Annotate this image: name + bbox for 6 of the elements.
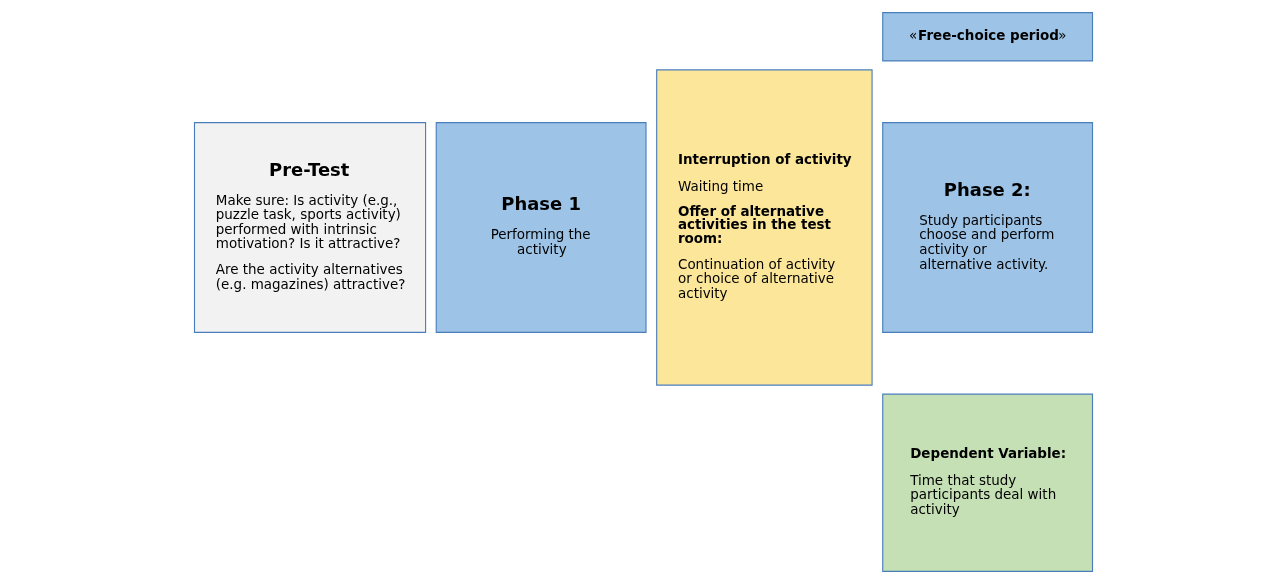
node-box: Phase 2: Study participants choose and perform activity or alternative activity. — [881, 122, 1093, 333]
node-box: «Free-choice period» — [881, 12, 1093, 62]
node-box: Interruption of activity Waiting time Offer of alternative activities in the test room: Continuation of activity or choice of alternative activity — [655, 69, 873, 386]
node-box: Phase 1 Performing the activity — [435, 122, 647, 333]
node-box: Pre-Test Make sure: Is activity (e.g., puzzle task, sports activity) performed with intrinsic motivation? Is it attractive? Are the activity alternatives (e.g. magazines) attractive? — [193, 122, 426, 333]
node-box: Dependent Variable: Time that study participants deal with activity — [881, 393, 1093, 572]
